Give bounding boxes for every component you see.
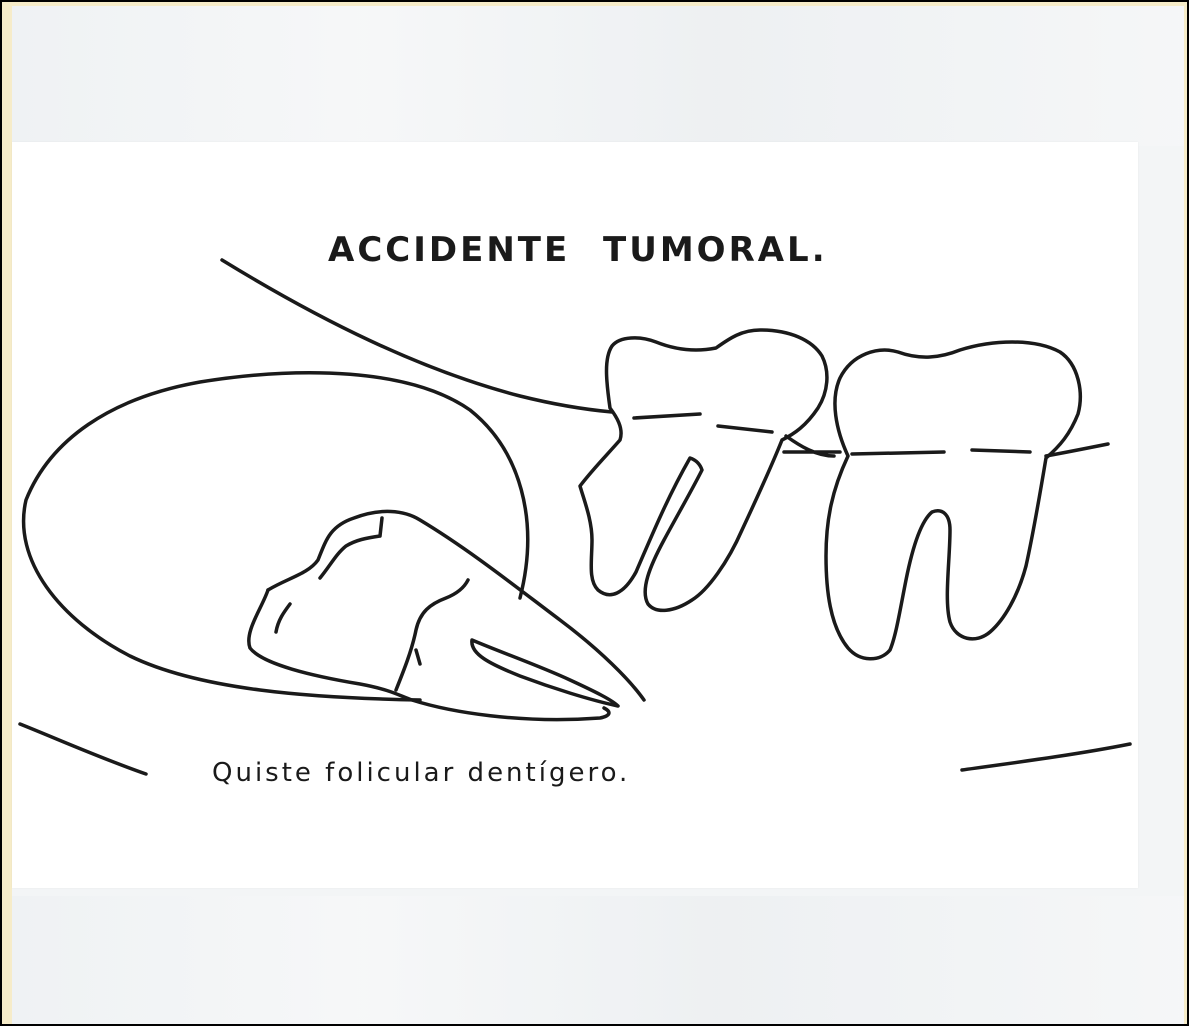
- jaw-line-left: [20, 724, 146, 774]
- gum-line-middle: [784, 436, 840, 456]
- molar-2: [826, 342, 1080, 659]
- molar-1: [580, 330, 827, 610]
- gum-line-upper: [222, 260, 612, 412]
- molar-1-cej: [634, 414, 772, 432]
- figure-title: ACCIDENTE TUMORAL.: [328, 230, 828, 270]
- jaw-line-right: [962, 744, 1130, 770]
- cyst-outline: [24, 373, 528, 700]
- impacted-tooth-dash: [416, 650, 420, 664]
- molar-2-cej: [852, 450, 1030, 454]
- impacted-tooth-crown-top: [268, 511, 644, 700]
- impacted-tooth-cusp-line: [320, 518, 382, 578]
- figure-caption: Quiste folicular dentígero.: [212, 758, 630, 788]
